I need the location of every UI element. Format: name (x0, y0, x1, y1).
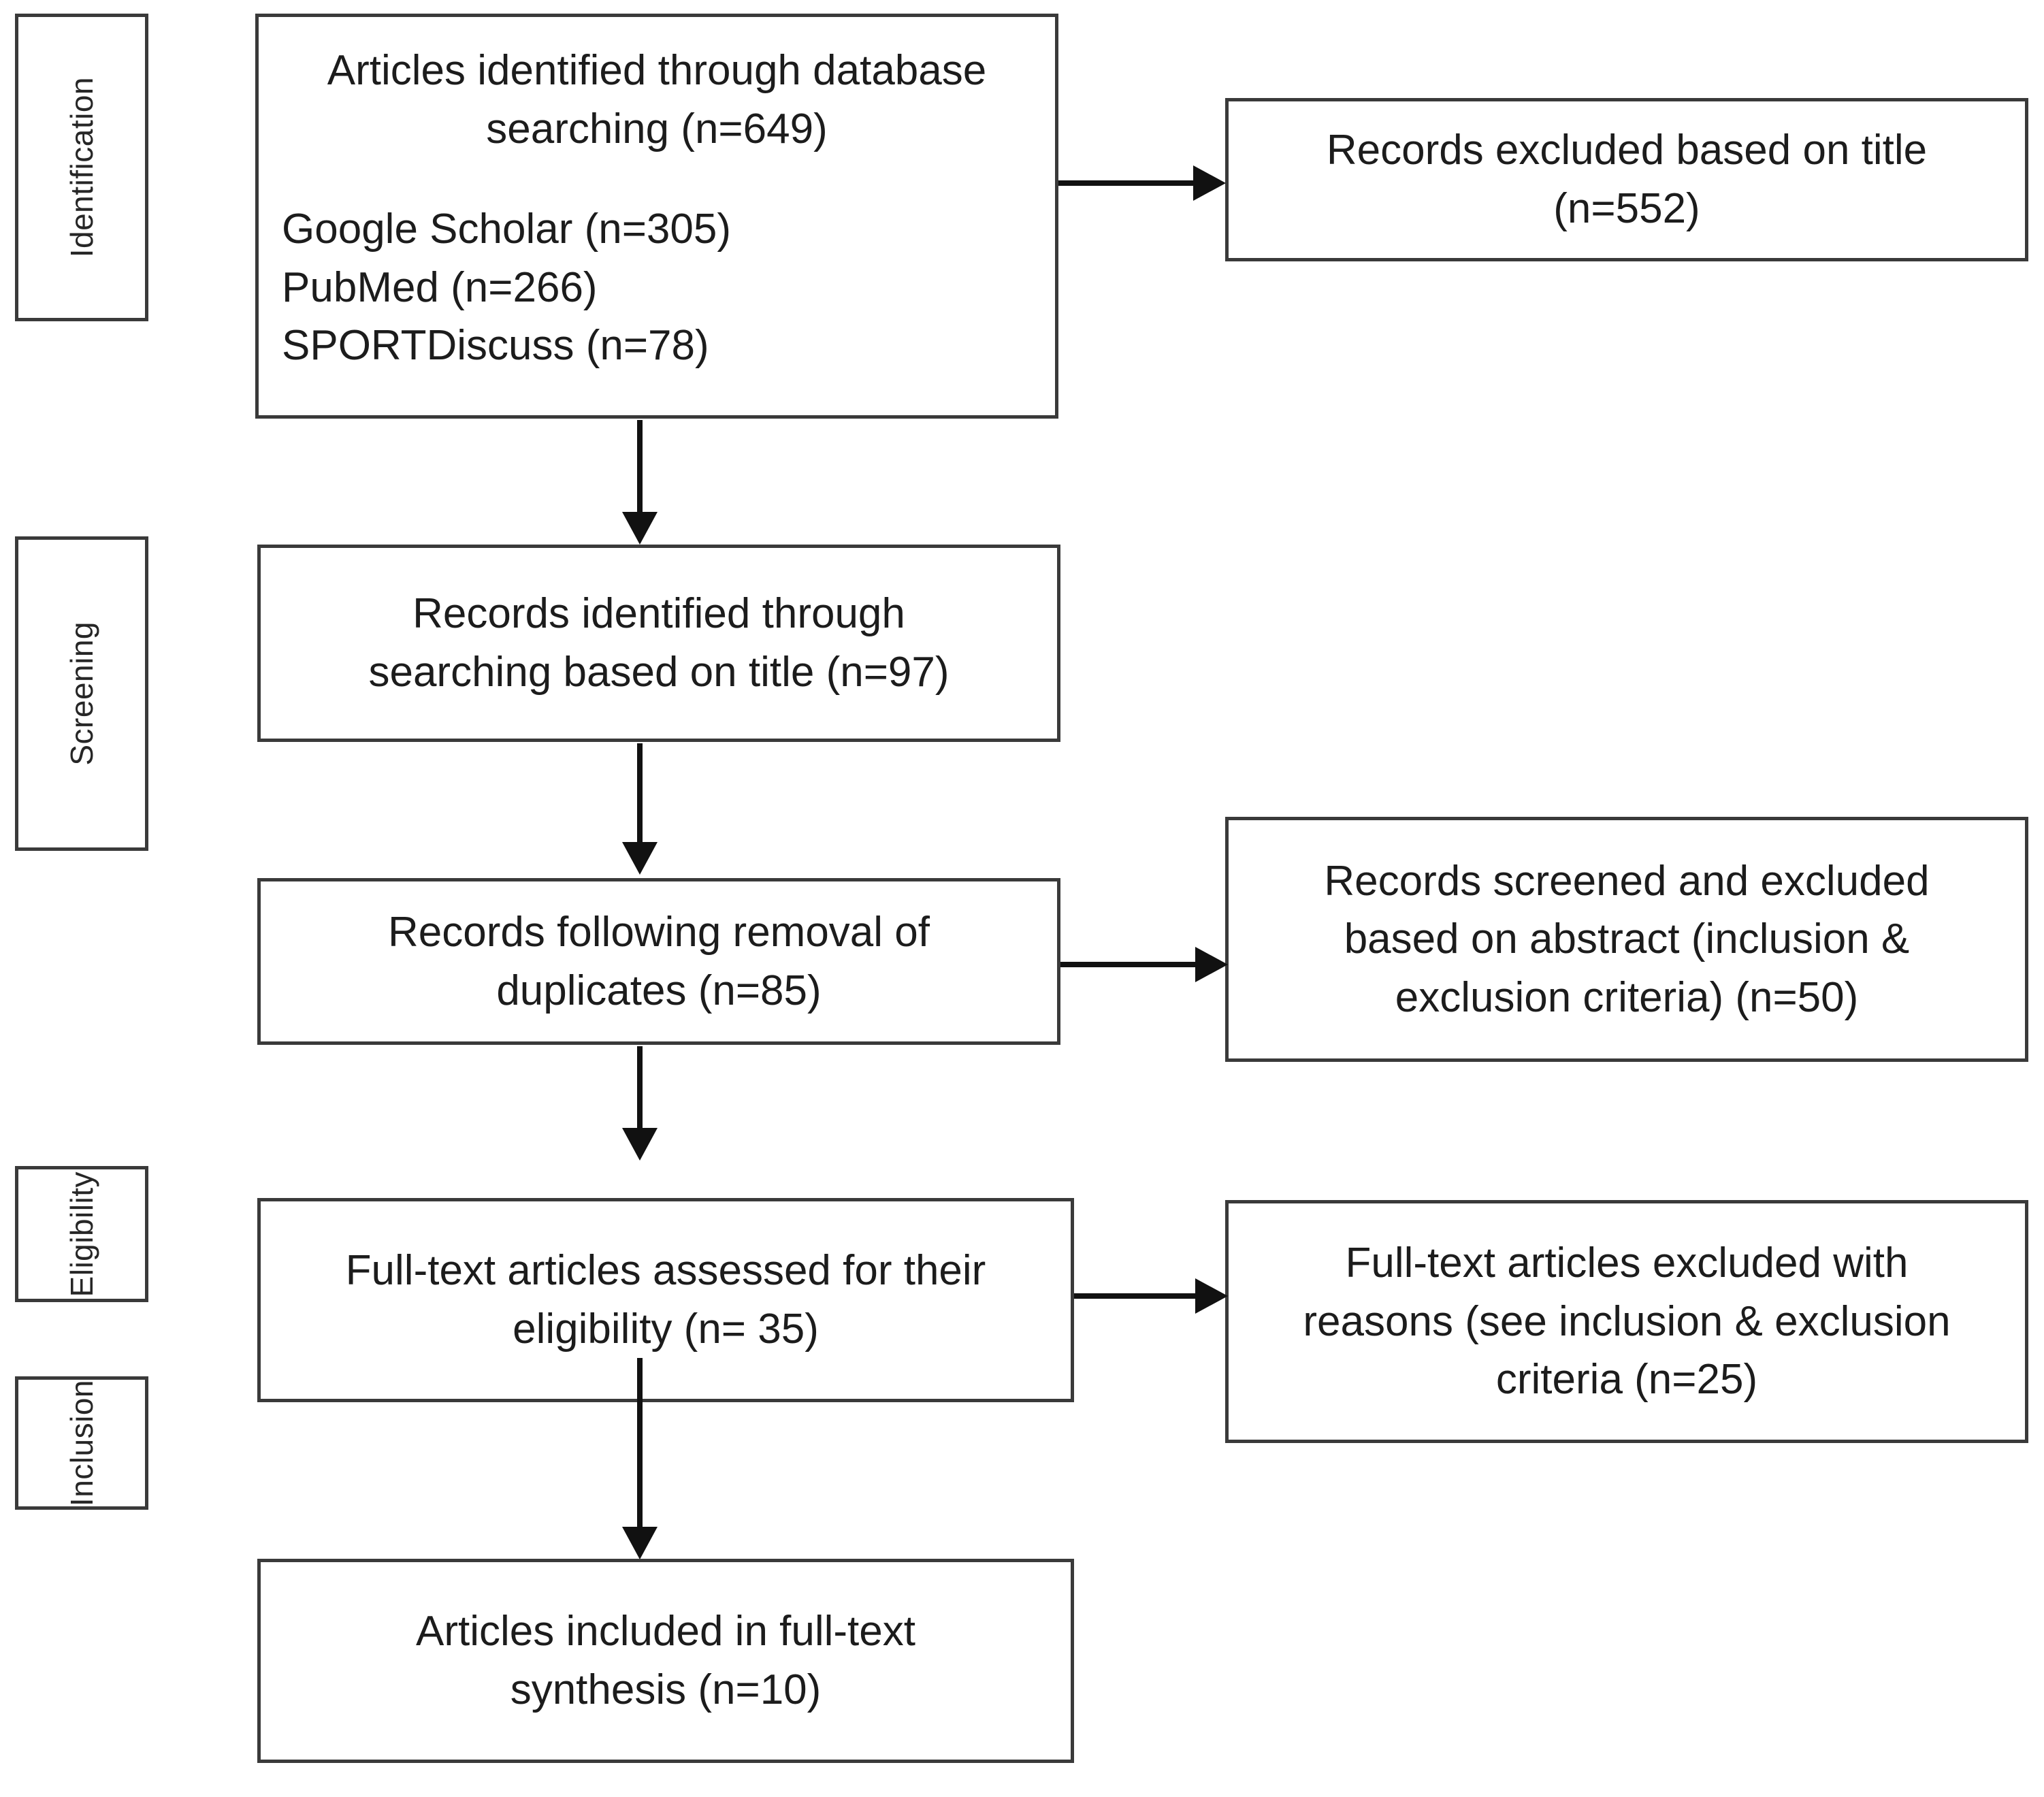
connector-fulltext-assessed-to-included-synthesis (637, 1358, 643, 1534)
box-after-duplicates: Records following removal of duplicates … (257, 878, 1060, 1045)
box-included-synthesis-line-2: synthesis (n=10) (510, 1666, 822, 1713)
stage-label-identification: Identification (15, 14, 148, 321)
box-fulltext-excluded-line-1: Full-text articles excluded with (1345, 1240, 1909, 1287)
box-identified-database-line-2: searching (n=649) (486, 105, 828, 152)
stage-label-inclusion: Inclusion (15, 1376, 148, 1510)
stage-label-eligibility: Eligibility (15, 1166, 148, 1302)
box-excluded-abstract: Records screened and excluded based on a… (1225, 817, 2028, 1062)
stage-label-identification-text: Identification (64, 77, 99, 258)
arrowhead-fulltext-assessed-to-included-synthesis (622, 1527, 658, 1559)
connector-after-duplicates-to-excluded-abstract (1060, 962, 1197, 967)
box-after-duplicates-line-2: duplicates (n=85) (496, 967, 822, 1014)
box-identified-database-source-pubmed: PubMed (n=266) (282, 263, 598, 311)
box-excluded-abstract-line-1: Records screened and excluded (1324, 857, 1930, 905)
box-fulltext-excluded-line-2: reasons (see inclusion & exclusion (1303, 1297, 1951, 1345)
box-excluded-title-line-2: (n=552) (1553, 185, 1700, 232)
arrowhead-after-duplicates-to-excluded-abstract (1195, 947, 1228, 982)
box-excluded-title-line-1: Records excluded based on title (1326, 127, 1928, 174)
stage-label-eligibility-text: Eligibility (64, 1171, 99, 1297)
box-identified-title: Records identified through searching bas… (257, 545, 1060, 742)
box-fulltext-assessed-line-2: eligibility (n= 35) (513, 1306, 819, 1353)
arrowhead-identified-to-excluded-title (1193, 165, 1226, 201)
box-included-synthesis: Articles included in full-text synthesis… (257, 1559, 1074, 1763)
arrowhead-identified-title-to-after-duplicates (622, 842, 658, 875)
box-excluded-abstract-line-2: based on abstract (inclusion & (1344, 916, 1910, 963)
arrowhead-after-duplicates-to-fulltext-assessed (622, 1128, 658, 1161)
connector-after-duplicates-to-fulltext-assessed (637, 1046, 643, 1135)
connector-fulltext-assessed-to-fulltext-excluded (1074, 1293, 1197, 1299)
box-fulltext-assessed-line-1: Full-text articles assessed for their (345, 1247, 986, 1295)
connector-identified-to-identified-title (637, 420, 643, 519)
box-identified-title-line-1: Records identified through (412, 590, 905, 638)
box-fulltext-assessed: Full-text articles assessed for their el… (257, 1198, 1074, 1402)
stage-label-inclusion-text: Inclusion (64, 1379, 99, 1507)
box-identified-database-source-sportdiscuss: SPORTDiscuss (n=78) (282, 322, 709, 370)
connector-identified-title-to-after-duplicates (637, 743, 643, 849)
box-fulltext-excluded: Full-text articles excluded with reasons… (1225, 1200, 2028, 1443)
box-excluded-abstract-line-3: exclusion criteria) (n=50) (1395, 973, 1859, 1021)
box-after-duplicates-line-1: Records following removal of (387, 908, 930, 956)
box-identified-database-line-1: Articles identified through database (327, 47, 987, 94)
connector-identified-to-excluded-title (1058, 180, 1195, 186)
box-fulltext-excluded-line-3: criteria (n=25) (1495, 1356, 1758, 1404)
arrowhead-identified-to-identified-title (622, 512, 658, 545)
arrowhead-fulltext-assessed-to-fulltext-excluded (1195, 1278, 1228, 1314)
stage-label-screening: Screening (15, 536, 148, 851)
box-excluded-title: Records excluded based on title (n=552) (1225, 98, 2028, 261)
box-included-synthesis-line-1: Articles included in full-text (416, 1608, 915, 1655)
box-identified-database-source-google: Google Scholar (n=305) (282, 206, 732, 253)
box-identified-title-line-2: searching based on title (n=97) (368, 649, 950, 696)
stage-label-screening-text: Screening (64, 621, 99, 766)
box-identified-database: Articles identified through database sea… (255, 14, 1058, 419)
